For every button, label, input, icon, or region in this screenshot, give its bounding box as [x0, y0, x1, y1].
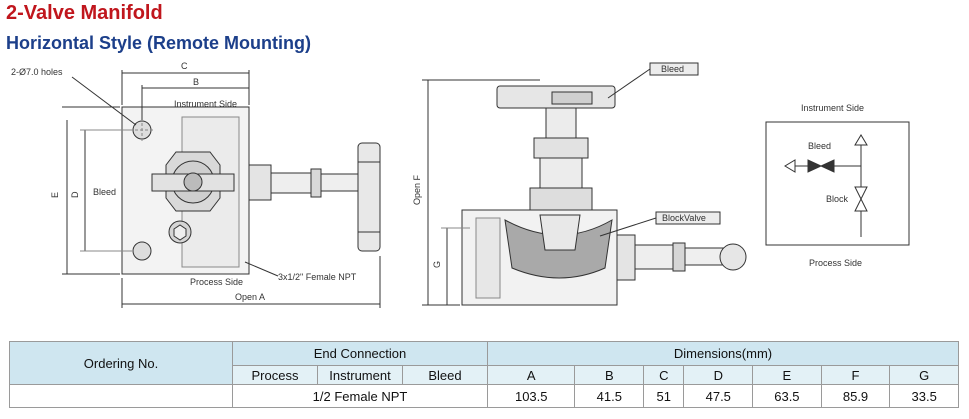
dim-g-label: G: [432, 261, 442, 268]
dim-a-header: A: [486, 365, 576, 385]
open-f-label: Open F: [412, 174, 422, 205]
process-side-front-label: Process Side: [190, 277, 243, 287]
process-header: Process: [232, 365, 318, 385]
front-view: [62, 70, 381, 308]
schematic-bleed: Bleed: [808, 141, 831, 151]
dim-d-cell: 47.5: [683, 384, 754, 408]
dim-c-label: C: [181, 61, 188, 71]
dim-c-cell: 51: [643, 384, 685, 408]
dim-g-header: G: [889, 365, 959, 385]
table-header-row: Ordering No. End Connection Dimensions(m…: [9, 341, 959, 385]
npt-label: 3x1/2" Female NPT: [278, 272, 357, 282]
dim-f-cell: 85.9: [820, 384, 891, 408]
bleed-callout-label: Bleed: [661, 64, 684, 74]
end-connection-header: End Connection: [232, 341, 488, 366]
schematic-diagram: [765, 121, 910, 246]
dim-c-header: C: [643, 365, 685, 385]
page-subtitle: Horizontal Style (Remote Mounting): [6, 33, 311, 53]
dim-b-header: B: [574, 365, 645, 385]
dim-e-header: E: [752, 365, 822, 385]
table-subheader-row: Process Instrument Bleed A B C D E F G: [10, 365, 959, 385]
holes-label: 2-Ø7.0 holes: [11, 67, 63, 77]
dim-d-header: D: [683, 365, 754, 385]
dim-d-label: D: [70, 191, 80, 198]
connection-cell: 1/2 Female NPT: [232, 384, 488, 408]
bleed-front-label: Bleed: [93, 187, 116, 197]
dim-f-header: F: [820, 365, 891, 385]
dimensions-table: Ordering No. End Connection Dimensions(m…: [9, 341, 959, 408]
ordering-cell: [9, 384, 233, 408]
schematic-instrument-side: Instrument Side: [801, 103, 864, 113]
section-view: [422, 62, 747, 306]
table-row: 1/2 Female NPT 103.5 41.5 51 47.5 63.5 8…: [9, 384, 959, 408]
open-a-label: Open A: [235, 292, 265, 302]
page-title: 2-Valve Manifold: [6, 2, 163, 24]
schematic-process-side: Process Side: [809, 258, 862, 268]
dim-e-cell: 63.5: [752, 384, 822, 408]
dim-g-cell: 33.5: [889, 384, 959, 408]
schematic-block: Block: [826, 194, 849, 204]
block-valve-callout-label: BlockValve: [662, 213, 706, 223]
dim-b-label: B: [193, 77, 199, 87]
dim-b-cell: 41.5: [574, 384, 645, 408]
dim-a-cell: 103.5: [486, 384, 576, 408]
instrument-side-front-label: Instrument Side: [174, 99, 237, 109]
technical-drawing: 2-Ø7.0 holes C B Instrument Side E D Ble…: [11, 61, 910, 308]
dim-e-label: E: [50, 192, 60, 198]
ordering-header: Ordering No.: [9, 341, 233, 385]
instrument-header: Instrument: [317, 365, 403, 385]
dimensions-header: Dimensions(mm): [487, 341, 959, 366]
bleed-header: Bleed: [402, 365, 488, 385]
